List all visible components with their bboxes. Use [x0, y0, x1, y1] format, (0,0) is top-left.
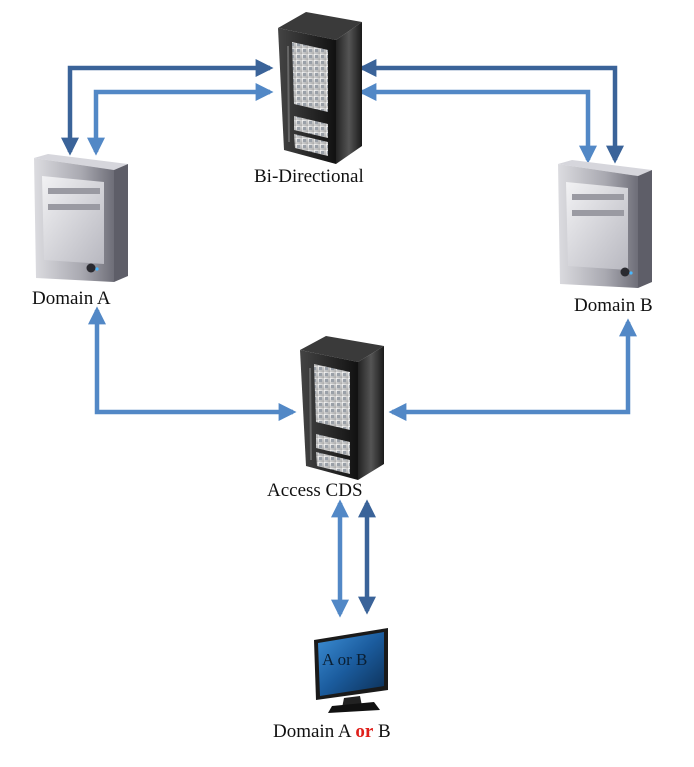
access-cds-server-icon — [300, 336, 384, 480]
domain-a-label: Domain A — [32, 288, 111, 309]
arrow-domain-b-to-access-cds — [388, 318, 637, 421]
workstation-label-suffix: B — [373, 721, 391, 742]
domain-b-computer-icon — [558, 160, 652, 288]
domain-b-label: Domain B — [574, 295, 653, 316]
arrow-bidirectional-to-domain-b — [358, 83, 597, 164]
access-cds-label: Access CDS — [267, 480, 363, 501]
workstation-label-prefix: Domain A — [273, 721, 356, 742]
bidirectional-server-icon — [278, 12, 362, 164]
workstation-monitor-icon — [314, 628, 388, 713]
arrow-bidirectional-to-domain-a — [87, 83, 274, 156]
arrow-domain-a-to-access-cds — [88, 306, 297, 421]
domain-a-computer-icon — [34, 154, 128, 282]
workstation-label-or: or — [355, 721, 374, 742]
arrow-domain-b-to-bidirectional — [358, 59, 624, 164]
workstation-label: Domain A or B — [273, 721, 391, 743]
arrow-domain-a-to-bidirectional — [61, 59, 274, 156]
monitor-screen-text: A or B — [322, 650, 368, 669]
bidirectional-label: Bi-Directional — [254, 166, 364, 187]
